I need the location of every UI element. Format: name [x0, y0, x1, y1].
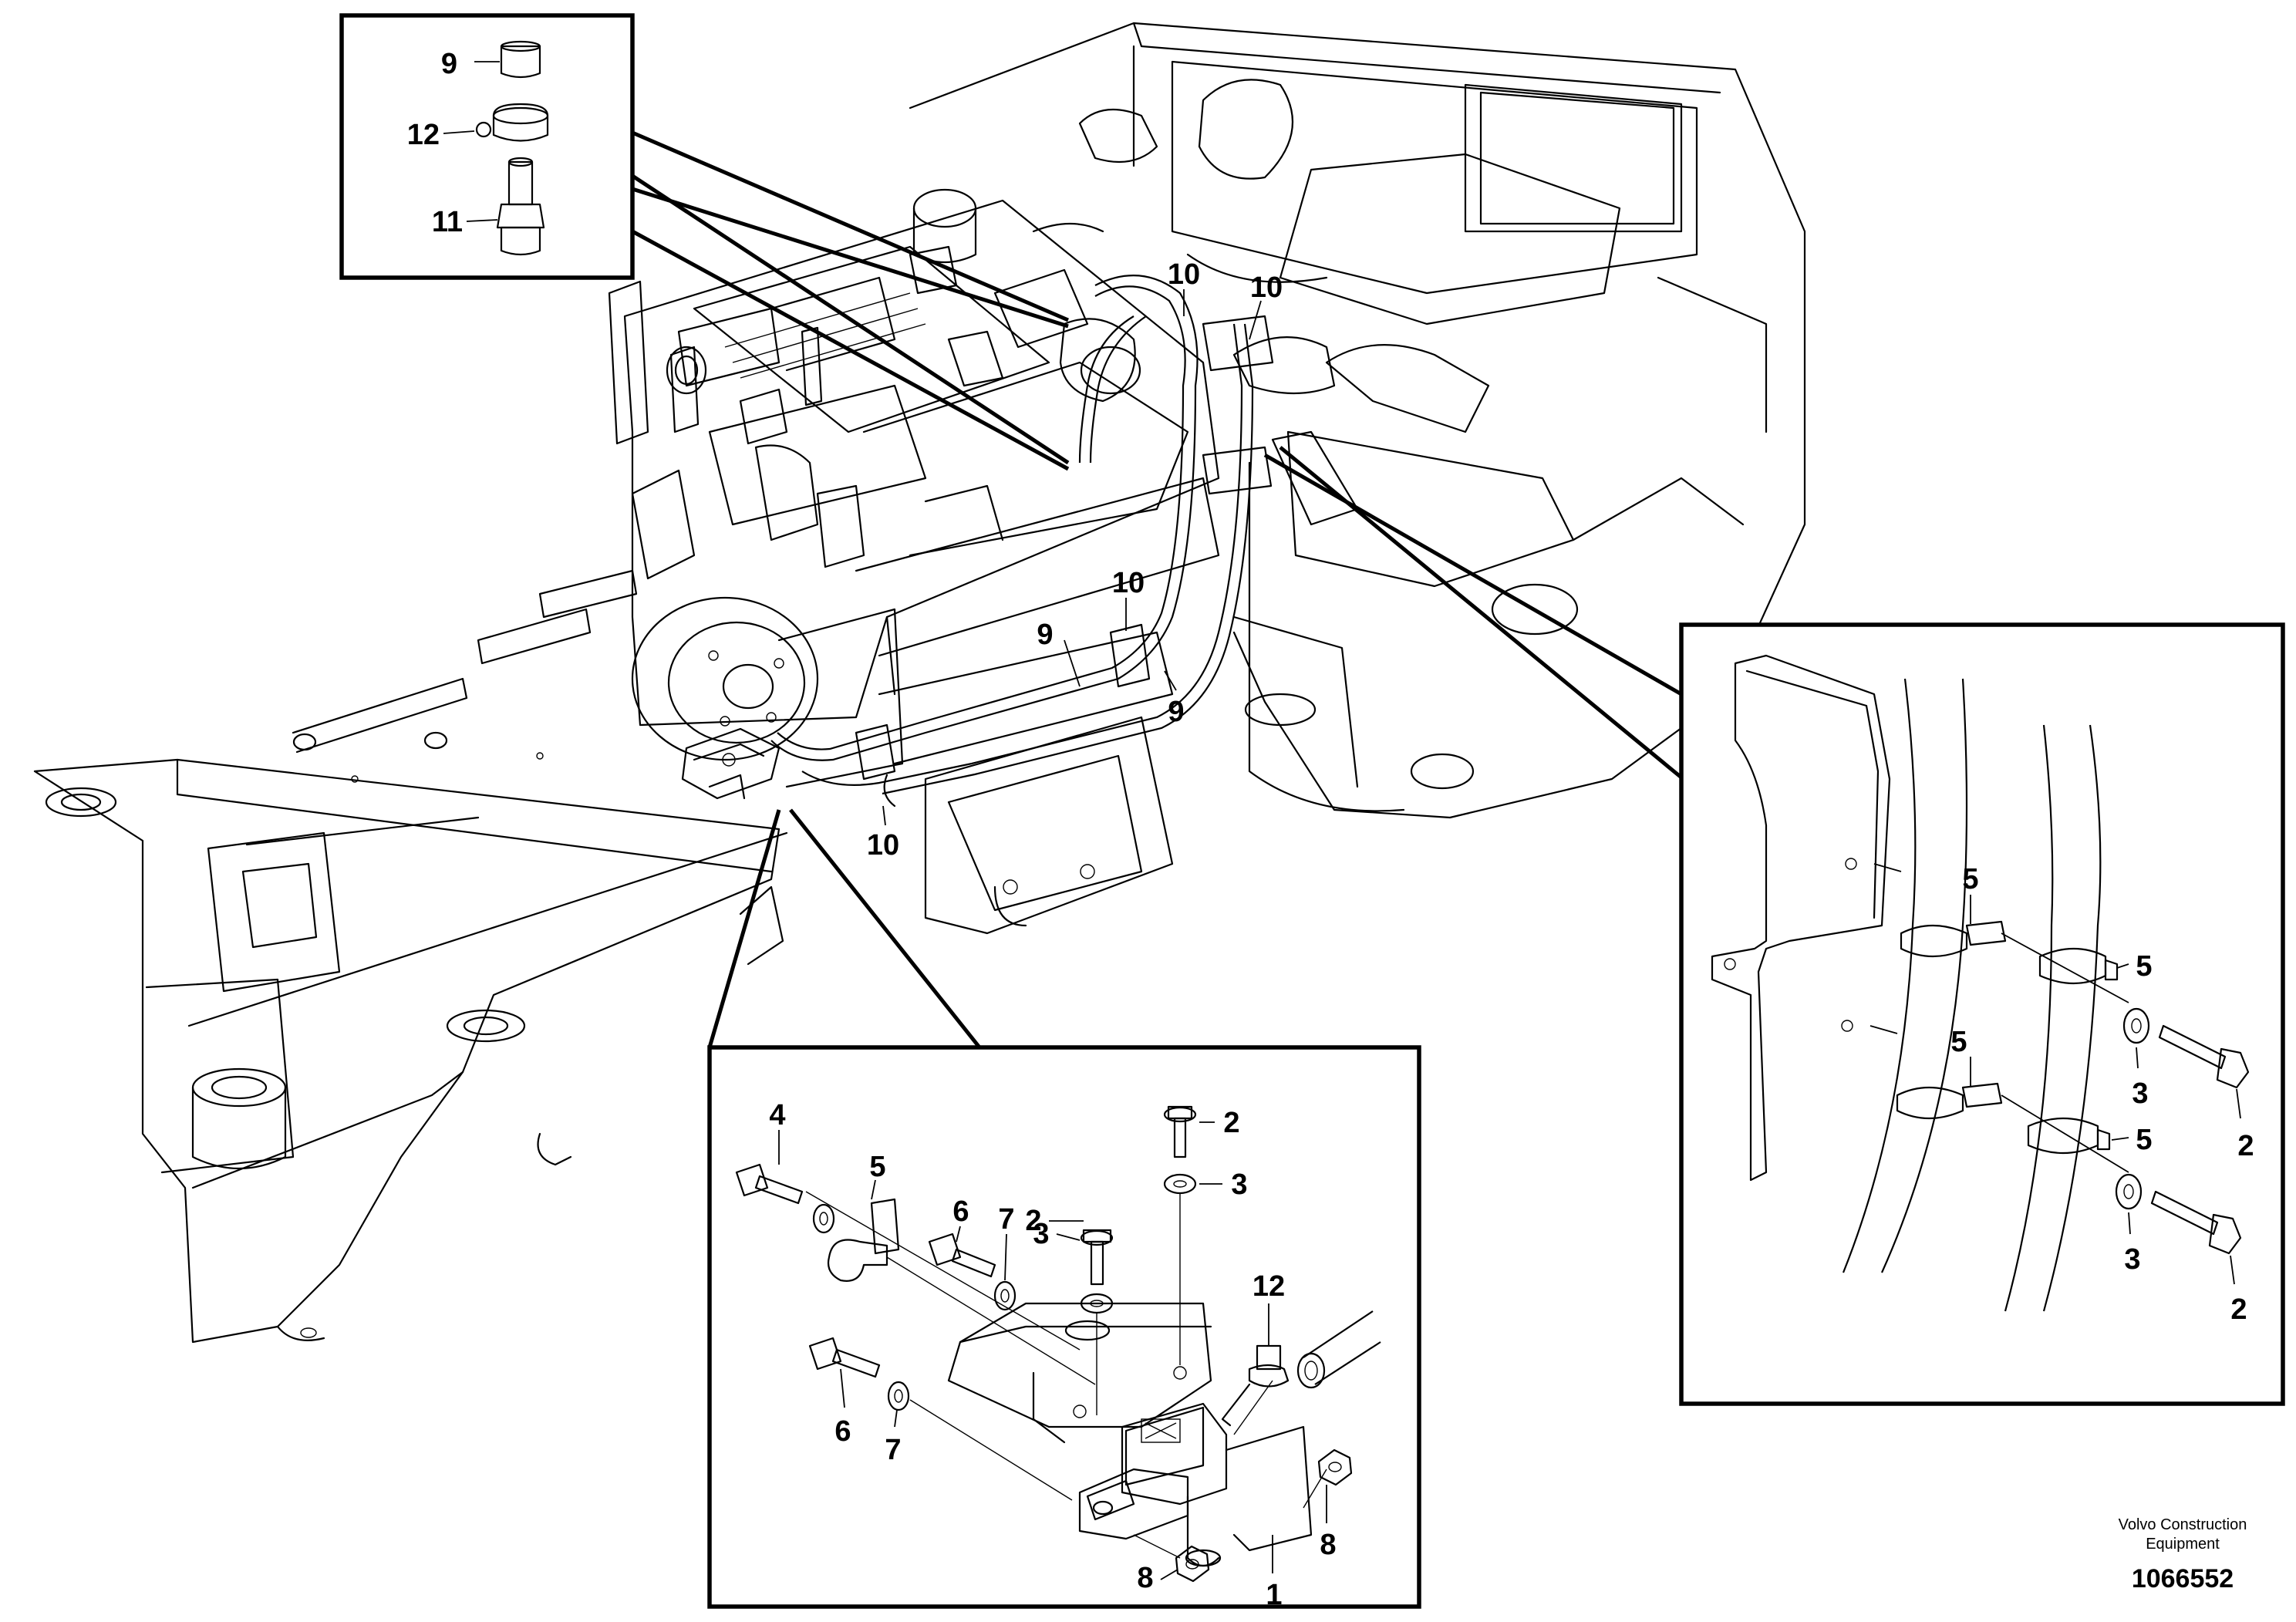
- callout-4: 4: [769, 1099, 785, 1131]
- callout-5: 5: [2136, 950, 2152, 983]
- callout-5: 5: [1950, 1026, 1967, 1058]
- flywheel: [631, 596, 819, 761]
- footer: Volvo Construction Equipment 1066552: [2119, 1516, 2247, 1593]
- hose-routing: [770, 275, 1274, 808]
- sender-bracket-overview: [681, 727, 781, 800]
- callout-6: 6: [952, 1195, 969, 1228]
- detail-box-clamps: [1679, 622, 2285, 1406]
- callout-2: 2: [1025, 1205, 1041, 1237]
- callout-10: 10: [867, 829, 899, 862]
- callout-2: 2: [2237, 1130, 2254, 1162]
- manufacturer-line-1: Volvo Construction: [2119, 1516, 2247, 1533]
- callout-2: 2: [1223, 1107, 1239, 1139]
- front-frame: [33, 758, 788, 1344]
- callout-3: 3: [1033, 1218, 1049, 1250]
- callout-2: 2: [2230, 1293, 2247, 1326]
- callout-9: 9: [1037, 619, 1053, 651]
- callout-6: 6: [834, 1415, 851, 1448]
- transmission-housing: [777, 608, 1174, 935]
- callout-10: 10: [1112, 567, 1145, 599]
- callouts-overview: 10 10 10 9 9 10: [867, 258, 1283, 862]
- detail-connector-lines: [631, 130, 1683, 1049]
- callout-12: 12: [1253, 1270, 1285, 1303]
- overview-leader-lines: [882, 289, 1262, 826]
- callout-3: 3: [1231, 1168, 1247, 1201]
- manufacturer-line-2: Equipment: [2146, 1536, 2220, 1553]
- pipes: [292, 569, 638, 783]
- rear-frame: [909, 22, 1806, 819]
- callout-3: 3: [2132, 1077, 2148, 1110]
- callout-5: 5: [2136, 1124, 2152, 1156]
- detail-box-bracket: [707, 1045, 1421, 1609]
- callout-3: 3: [2124, 1243, 2140, 1276]
- callout-9: 9: [441, 48, 457, 80]
- callouts-bottom-detail: 4 5 6 7 2 3 2 3 6 7 12 8 8 1: [769, 1099, 1336, 1611]
- callouts-top-left-detail: 9 12 11: [407, 48, 463, 238]
- callout-1: 1: [1266, 1579, 1282, 1611]
- engine: [608, 199, 1220, 727]
- document-number: 1066552: [2132, 1564, 2234, 1593]
- callout-7: 7: [885, 1434, 901, 1466]
- callout-8: 8: [1137, 1562, 1153, 1594]
- callout-8: 8: [1320, 1529, 1336, 1561]
- callouts-right-detail: 5 5 5 5 3 3 2 2: [1950, 863, 2254, 1326]
- callout-12: 12: [407, 119, 440, 151]
- callout-5: 5: [869, 1151, 885, 1183]
- detail-box-sender: [339, 13, 635, 280]
- callout-5: 5: [1962, 863, 1978, 895]
- callout-9: 9: [1168, 696, 1184, 728]
- callout-10: 10: [1250, 271, 1283, 304]
- callout-11: 11: [432, 206, 463, 238]
- callout-7: 7: [998, 1203, 1014, 1236]
- callout-10: 10: [1168, 258, 1200, 291]
